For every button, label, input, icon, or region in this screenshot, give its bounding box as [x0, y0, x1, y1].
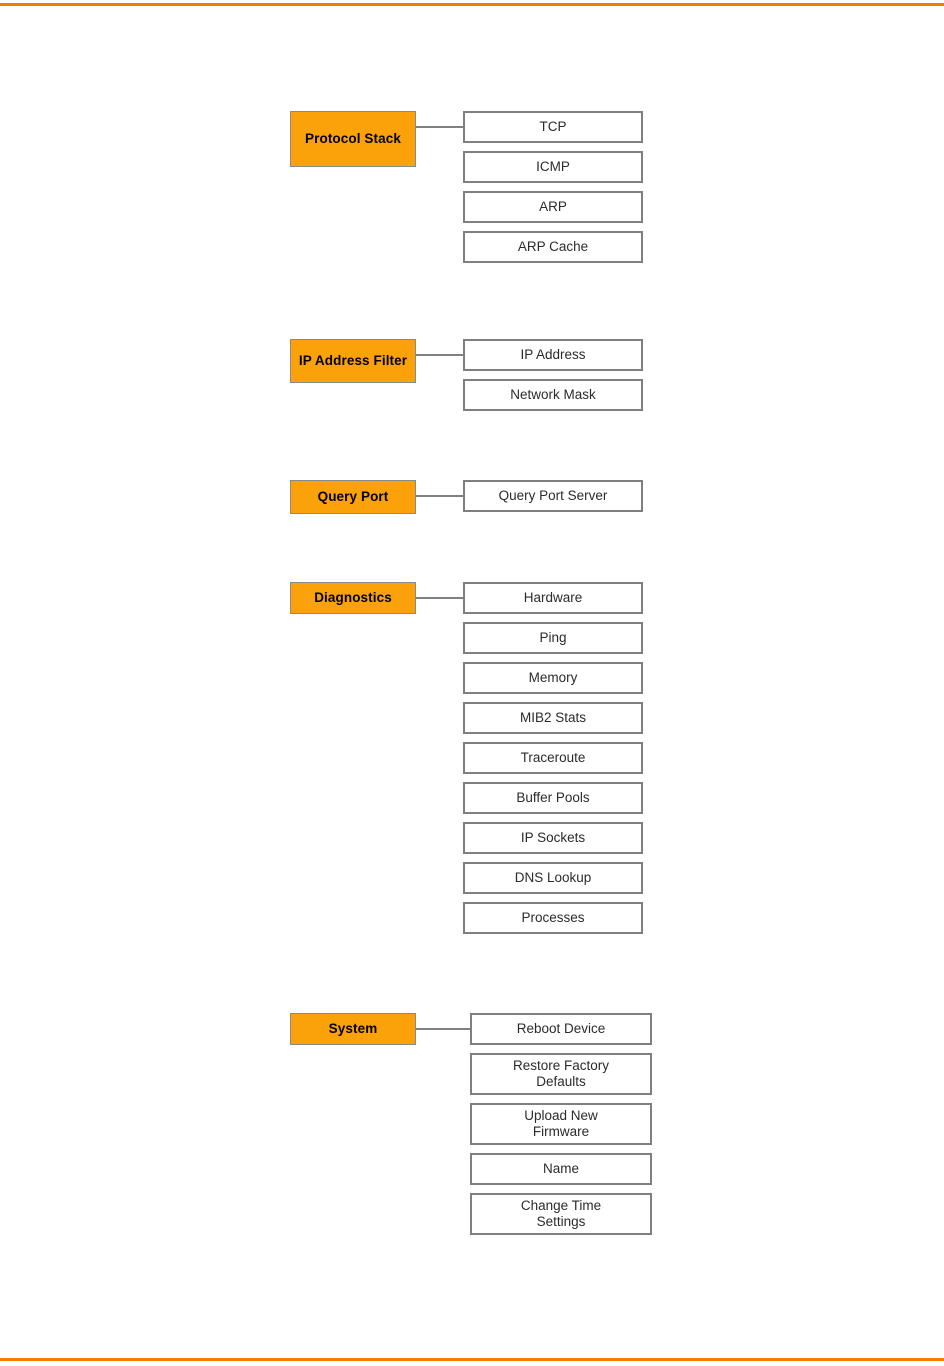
page-bottom-rule [0, 1358, 944, 1361]
group-protocol-stack: Protocol Stack TCP ICMP ARP ARP Cache [290, 111, 650, 281]
group-ip-address-filter: IP Address Filter IP Address Network Mas… [290, 339, 650, 429]
menu-item[interactable]: DNS Lookup [463, 862, 643, 894]
connector-query-port [416, 495, 463, 497]
menu-item[interactable]: MIB2 Stats [463, 702, 643, 734]
group-system: System Reboot Device Restore Factory Def… [290, 1013, 660, 1235]
menu-item[interactable]: TCP [463, 111, 643, 143]
menu-item[interactable]: IP Sockets [463, 822, 643, 854]
parent-node-query-port[interactable]: Query Port [290, 480, 416, 514]
page-top-rule [0, 3, 944, 6]
menu-item[interactable]: Name [470, 1153, 652, 1185]
menu-item[interactable]: Hardware [463, 582, 643, 614]
group-query-port: Query Port Query Port Server [290, 480, 650, 530]
group-diagnostics: Diagnostics Hardware Ping Memory MIB2 St… [290, 582, 650, 952]
connector-diagnostics [416, 597, 463, 599]
menu-item[interactable]: ARP Cache [463, 231, 643, 263]
menu-item[interactable]: Memory [463, 662, 643, 694]
menu-item[interactable]: Network Mask [463, 379, 643, 411]
menu-item[interactable]: Ping [463, 622, 643, 654]
children-ip-address-filter: IP Address Network Mask [463, 339, 643, 419]
menu-item[interactable]: Traceroute [463, 742, 643, 774]
menu-item[interactable]: Buffer Pools [463, 782, 643, 814]
menu-item[interactable]: ARP [463, 191, 643, 223]
parent-node-diagnostics[interactable]: Diagnostics [290, 582, 416, 614]
connector-protocol-stack [416, 126, 463, 128]
parent-node-protocol-stack[interactable]: Protocol Stack [290, 111, 416, 167]
menu-item[interactable]: Reboot Device [470, 1013, 652, 1045]
children-query-port: Query Port Server [463, 480, 643, 520]
children-system: Reboot Device Restore Factory Defaults U… [470, 1013, 652, 1243]
parent-node-ip-address-filter[interactable]: IP Address Filter [290, 339, 416, 383]
menu-item[interactable]: Change Time Settings [470, 1193, 652, 1235]
menu-item[interactable]: ICMP [463, 151, 643, 183]
connector-ip-address-filter [416, 354, 463, 356]
menu-item[interactable]: Restore Factory Defaults [470, 1053, 652, 1095]
menu-item[interactable]: IP Address [463, 339, 643, 371]
connector-system [416, 1028, 470, 1030]
children-protocol-stack: TCP ICMP ARP ARP Cache [463, 111, 643, 271]
children-diagnostics: Hardware Ping Memory MIB2 Stats Tracerou… [463, 582, 643, 942]
parent-node-system[interactable]: System [290, 1013, 416, 1045]
menu-item[interactable]: Query Port Server [463, 480, 643, 512]
menu-item[interactable]: Processes [463, 902, 643, 934]
menu-item[interactable]: Upload New Firmware [470, 1103, 652, 1145]
